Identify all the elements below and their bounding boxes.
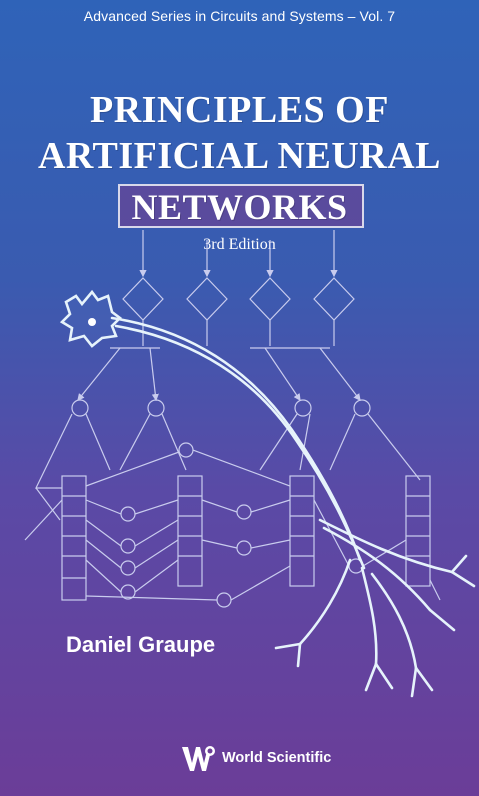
hidden-node — [353, 399, 371, 417]
hidden-node — [71, 399, 89, 417]
layer-column — [177, 475, 203, 587]
book-title-line-2: ARTIFICIAL NEURAL — [37, 135, 442, 177]
title-highlight-box — [118, 184, 364, 228]
hidden-node — [236, 504, 252, 520]
edition-label: 3rd Edition — [203, 236, 276, 253]
publisher: World Scientific — [180, 743, 331, 773]
hidden-node — [147, 399, 165, 417]
layer-column — [61, 475, 87, 601]
diamond-node — [186, 277, 228, 321]
book-title-line-1: PRINCIPLES OF — [90, 89, 389, 131]
world-scientific-logo-icon — [182, 746, 215, 771]
hidden-node — [120, 560, 136, 576]
hidden-node — [120, 538, 136, 554]
author-name: Daniel Graupe — [66, 632, 216, 657]
hidden-node — [294, 399, 312, 417]
publisher-name: World Scientific — [222, 750, 332, 766]
diamond-node — [122, 277, 164, 321]
diamond-node — [249, 277, 291, 321]
hidden-node — [216, 592, 232, 608]
layer-column — [289, 475, 315, 587]
hidden-node — [120, 506, 136, 522]
neuron-drawing — [59, 289, 476, 698]
neuron-nucleus — [88, 318, 96, 326]
diamond-node — [313, 277, 355, 321]
layer-column — [405, 475, 431, 587]
book-title-line-3: NETWORKS — [131, 187, 348, 227]
series-title: Advanced Series in Circuits and Systems … — [83, 8, 396, 24]
hidden-node — [236, 540, 252, 556]
hidden-node — [178, 442, 194, 458]
